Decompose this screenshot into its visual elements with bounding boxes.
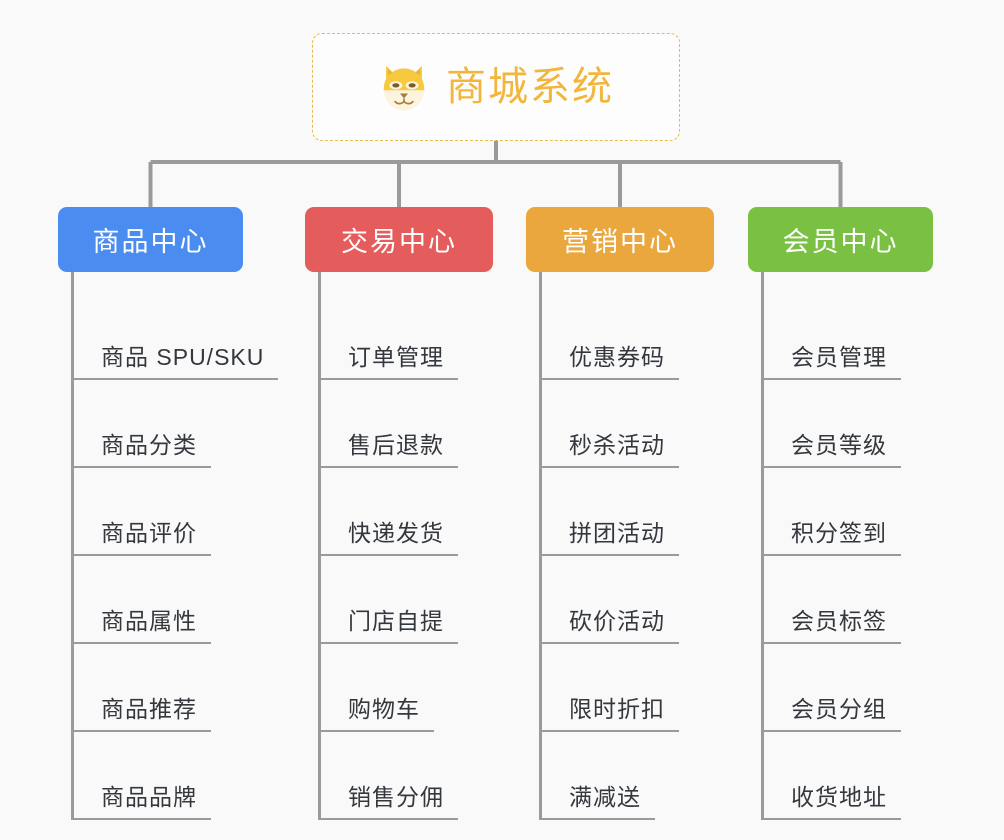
branch-header-member-center[interactable]: 会员中心 — [748, 207, 933, 272]
leaf-list-member-center: 会员管理会员等级积分签到会员标签会员分组收货地址 — [748, 272, 933, 820]
leaf-spine — [318, 272, 321, 820]
leaf-item[interactable]: 商品分类 — [71, 380, 243, 468]
leaf-item[interactable]: 商品评价 — [71, 468, 243, 556]
leaf-item-label: 会员等级 — [761, 431, 901, 468]
leaf-item[interactable]: 拼团活动 — [539, 468, 714, 556]
leaf-item-label: 商品推荐 — [71, 695, 211, 732]
leaf-item[interactable]: 满减送 — [539, 732, 714, 820]
branch-header-label: 营销中心 — [562, 227, 678, 257]
branch-product-center: 商品中心商品 SPU/SKU 商品分类商品评价商品属性商品推荐商品品牌 — [58, 207, 279, 820]
leaf-item-label: 门店自提 — [318, 607, 458, 644]
branch-header-label: 会员中心 — [782, 227, 899, 257]
root-title: 商城系统 — [446, 65, 614, 109]
leaf-item-label: 会员管理 — [761, 343, 901, 380]
leaf-item[interactable]: 会员分组 — [761, 644, 933, 732]
leaf-item-label: 商品属性 — [71, 607, 211, 644]
leaf-item[interactable]: 商品属性 — [71, 556, 243, 644]
branch-header-trade-center[interactable]: 交易中心 — [305, 207, 493, 272]
header-to-spine-stub — [71, 272, 74, 294]
leaf-item[interactable]: 商品推荐 — [71, 644, 243, 732]
leaf-item-label: 满减送 — [539, 783, 655, 820]
leaf-item[interactable]: 会员管理 — [761, 292, 933, 380]
leaf-item-label: 秒杀活动 — [539, 431, 679, 468]
leaf-spine — [71, 272, 74, 820]
root-node[interactable]: 商城系统 — [312, 33, 680, 141]
leaf-item-label: 会员分组 — [761, 695, 901, 732]
leaf-item-label: 优惠券码 — [539, 343, 679, 380]
branch-header-label: 商品中心 — [92, 227, 209, 257]
leaf-item-label: 快递发货 — [318, 519, 458, 556]
leaf-item[interactable]: 门店自提 — [318, 556, 493, 644]
branch-header-marketing-center[interactable]: 营销中心 — [526, 207, 714, 272]
leaf-item-label: 积分签到 — [761, 519, 901, 556]
branch-header-label: 交易中心 — [341, 227, 457, 257]
leaf-item-label: 收货地址 — [761, 783, 901, 820]
leaf-item-label: 拼团活动 — [539, 519, 679, 556]
leaf-item[interactable]: 售后退款 — [318, 380, 493, 468]
header-to-spine-stub — [539, 272, 542, 294]
branch-trade-center: 交易中心订单管理售后退款快递发货门店自提购物车销售分佣 — [305, 207, 493, 820]
shiba-dog-face-icon — [383, 65, 425, 111]
branch-marketing-center: 营销中心优惠券码秒杀活动拼团活动砍价活动限时折扣满减送 — [526, 207, 714, 820]
leaf-item[interactable]: 积分签到 — [761, 468, 933, 556]
leaf-item-label: 销售分佣 — [318, 783, 458, 820]
leaf-item[interactable]: 秒杀活动 — [539, 380, 714, 468]
leaf-item-label: 商品分类 — [71, 431, 211, 468]
leaf-item[interactable]: 优惠券码 — [539, 292, 714, 380]
leaf-list-product-center: 商品 SPU/SKU 商品分类商品评价商品属性商品推荐商品品牌 — [58, 272, 279, 820]
leaf-item-label: 订单管理 — [318, 343, 458, 380]
leaf-item[interactable]: 快递发货 — [318, 468, 493, 556]
leaf-item[interactable]: 商品 SPU/SKU — [71, 292, 279, 380]
leaf-list-marketing-center: 优惠券码秒杀活动拼团活动砍价活动限时折扣满减送 — [526, 272, 714, 820]
header-to-spine-stub — [761, 272, 764, 294]
leaf-item-label: 售后退款 — [318, 431, 458, 468]
leaf-item[interactable]: 限时折扣 — [539, 644, 714, 732]
leaf-item[interactable]: 商品品牌 — [71, 732, 243, 820]
leaf-item-label: 购物车 — [318, 695, 434, 732]
leaf-item-label: 商品品牌 — [71, 783, 211, 820]
leaf-item[interactable]: 销售分佣 — [318, 732, 493, 820]
leaf-item[interactable]: 收货地址 — [761, 732, 933, 820]
leaf-item[interactable]: 砍价活动 — [539, 556, 714, 644]
branch-header-product-center[interactable]: 商品中心 — [58, 207, 243, 272]
leaf-spine — [761, 272, 764, 820]
leaf-item[interactable]: 会员等级 — [761, 380, 933, 468]
branch-member-center: 会员中心会员管理会员等级积分签到会员标签会员分组收货地址 — [748, 207, 933, 820]
leaf-list-trade-center: 订单管理售后退款快递发货门店自提购物车销售分佣 — [305, 272, 493, 820]
header-to-spine-stub — [318, 272, 321, 294]
leaf-item-label: 商品 SPU/SKU — [71, 343, 279, 380]
leaf-item-label: 砍价活动 — [539, 607, 679, 644]
leaf-item-label: 会员标签 — [761, 607, 901, 644]
leaf-item[interactable]: 购物车 — [318, 644, 493, 732]
leaf-item-label: 商品评价 — [71, 519, 211, 556]
leaf-spine — [539, 272, 542, 820]
leaf-item[interactable]: 会员标签 — [761, 556, 933, 644]
leaf-item-label: 限时折扣 — [539, 695, 679, 732]
leaf-item[interactable]: 订单管理 — [318, 292, 493, 380]
connector-path — [148, 141, 843, 207]
